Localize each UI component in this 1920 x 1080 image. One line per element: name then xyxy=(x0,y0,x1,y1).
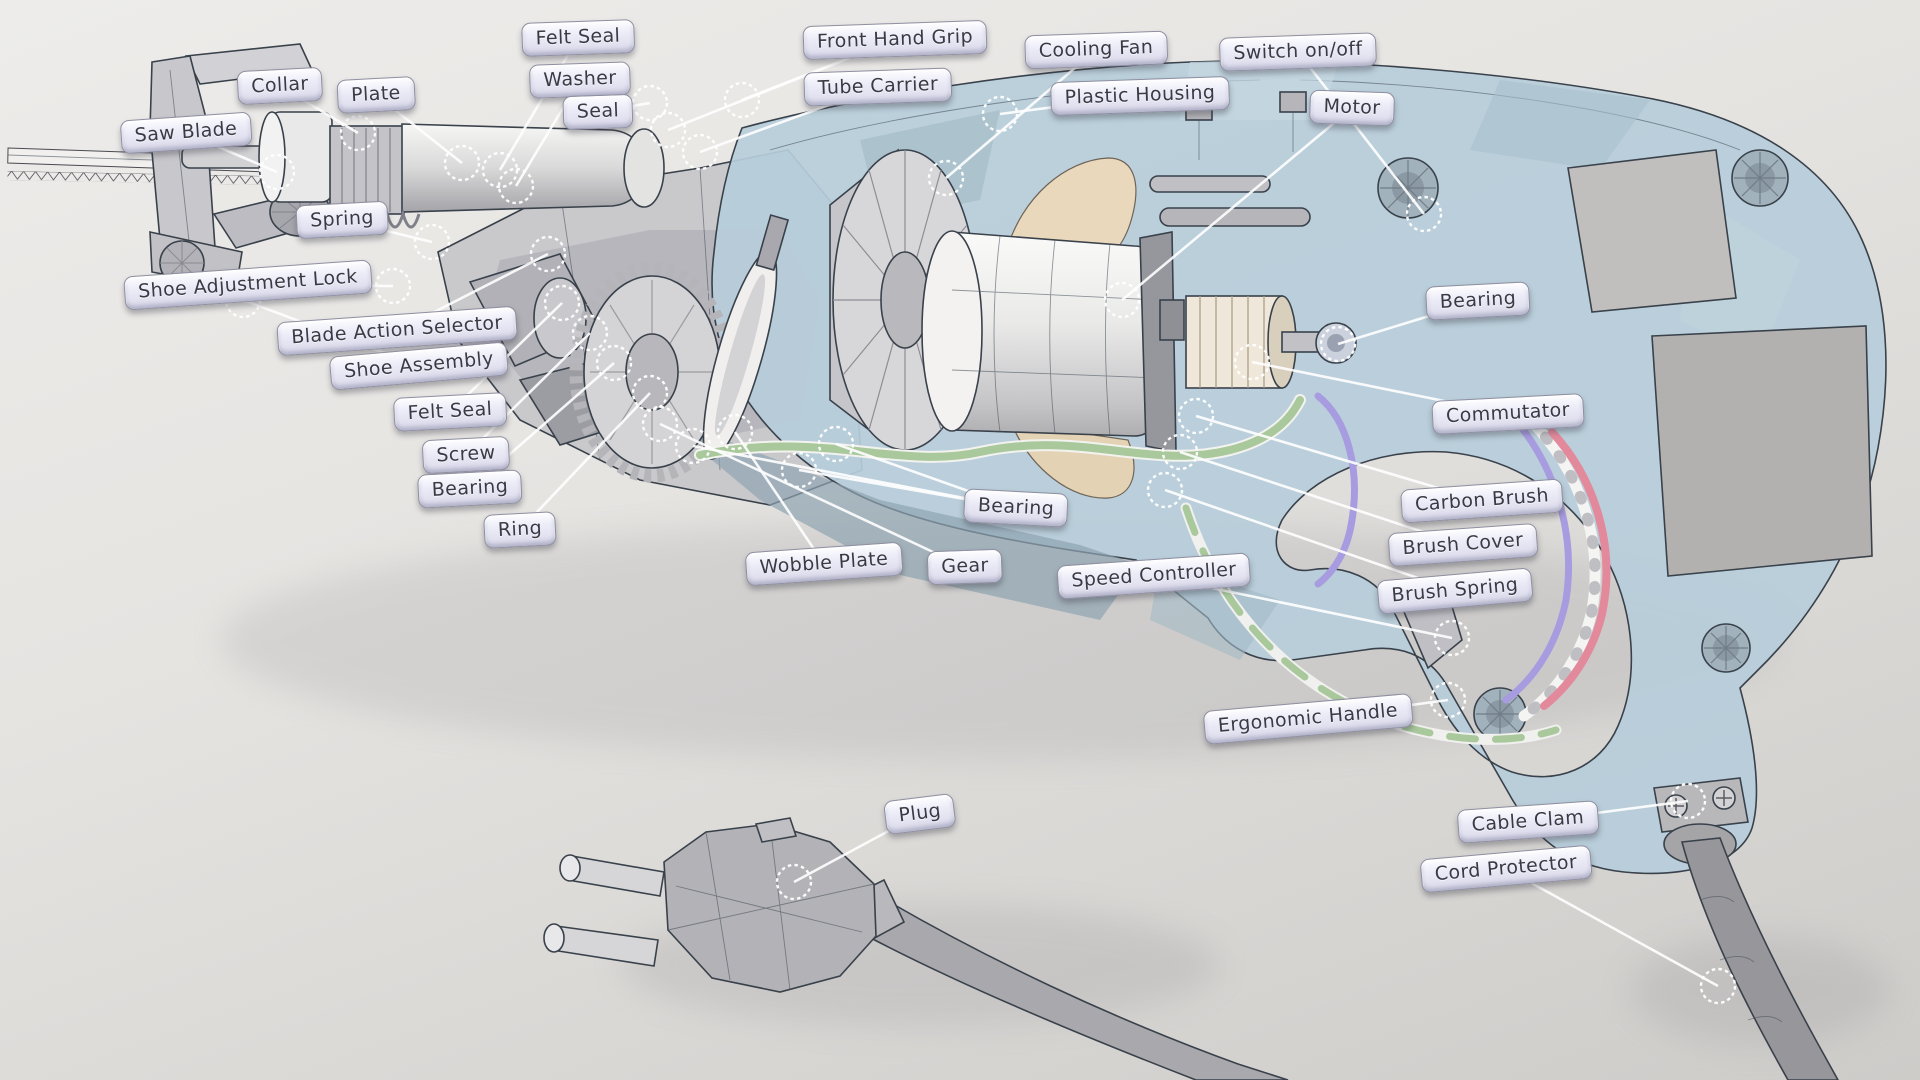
electronics-box-shape xyxy=(1567,149,1873,577)
cord-protector-shape xyxy=(1653,777,1839,1080)
cable-clamp-screws xyxy=(1664,786,1736,818)
wobble-plate-shape xyxy=(702,214,790,460)
screw-boss xyxy=(1377,149,1789,741)
commutator-shape xyxy=(1185,295,1357,389)
wiring-shape xyxy=(694,392,1611,745)
